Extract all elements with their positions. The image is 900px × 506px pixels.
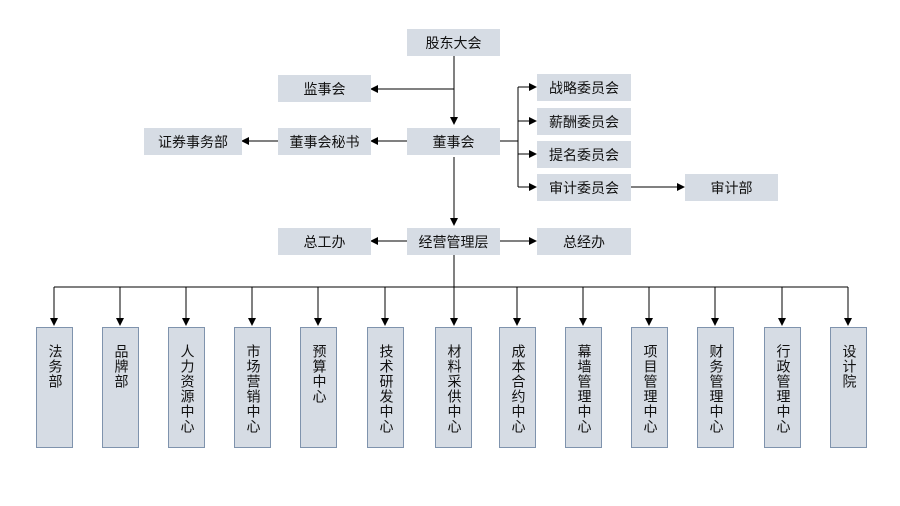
dept-label: 人力资源中心 bbox=[178, 344, 195, 434]
dept-project-mgmt: 项目管理中心 bbox=[631, 327, 668, 448]
node-committee-compensation: 薪酬委员会 bbox=[537, 108, 631, 135]
node-supervisors: 监事会 bbox=[278, 75, 371, 102]
dept-brand: 品牌部 bbox=[102, 327, 139, 448]
dept-label: 行政管理中心 bbox=[774, 344, 791, 434]
node-securities-dept: 证券事务部 bbox=[144, 128, 242, 155]
dept-label: 设计院 bbox=[840, 344, 857, 389]
node-board: 董事会 bbox=[407, 128, 500, 155]
node-general-manager-office: 总经办 bbox=[537, 228, 631, 255]
node-audit-dept: 审计部 bbox=[685, 174, 778, 201]
dept-design-institute: 设计院 bbox=[830, 327, 867, 448]
dept-finance: 财务管理中心 bbox=[697, 327, 734, 448]
dept-hr: 人力资源中心 bbox=[168, 327, 205, 448]
dept-curtain-wall: 幕墙管理中心 bbox=[565, 327, 602, 448]
dept-label: 财务管理中心 bbox=[707, 344, 724, 434]
node-chief-engineer-office: 总工办 bbox=[278, 228, 371, 255]
dept-procurement: 材料采供中心 bbox=[435, 327, 472, 448]
dept-label: 幕墙管理中心 bbox=[575, 344, 592, 434]
dept-marketing: 市场营销中心 bbox=[234, 327, 271, 448]
node-shareholders: 股东大会 bbox=[407, 29, 500, 56]
node-committee-nomination: 提名委员会 bbox=[537, 141, 631, 168]
dept-label: 成本合约中心 bbox=[509, 344, 526, 434]
node-committee-audit: 审计委员会 bbox=[537, 174, 631, 201]
dept-admin: 行政管理中心 bbox=[764, 327, 801, 448]
dept-label: 材料采供中心 bbox=[445, 344, 462, 434]
node-board-secretary: 董事会秘书 bbox=[278, 128, 371, 155]
dept-legal: 法务部 bbox=[36, 327, 73, 448]
node-committee-strategy: 战略委员会 bbox=[537, 74, 631, 101]
dept-label: 预算中心 bbox=[310, 344, 327, 404]
dept-rnd: 技术研发中心 bbox=[367, 327, 404, 448]
dept-label: 技术研发中心 bbox=[377, 344, 394, 434]
dept-label: 品牌部 bbox=[112, 344, 129, 389]
dept-cost-contract: 成本合约中心 bbox=[499, 327, 536, 448]
dept-label: 法务部 bbox=[46, 344, 63, 389]
dept-budget: 预算中心 bbox=[300, 327, 337, 448]
dept-label: 项目管理中心 bbox=[641, 344, 658, 434]
node-management: 经营管理层 bbox=[407, 228, 500, 255]
dept-label: 市场营销中心 bbox=[244, 344, 261, 434]
